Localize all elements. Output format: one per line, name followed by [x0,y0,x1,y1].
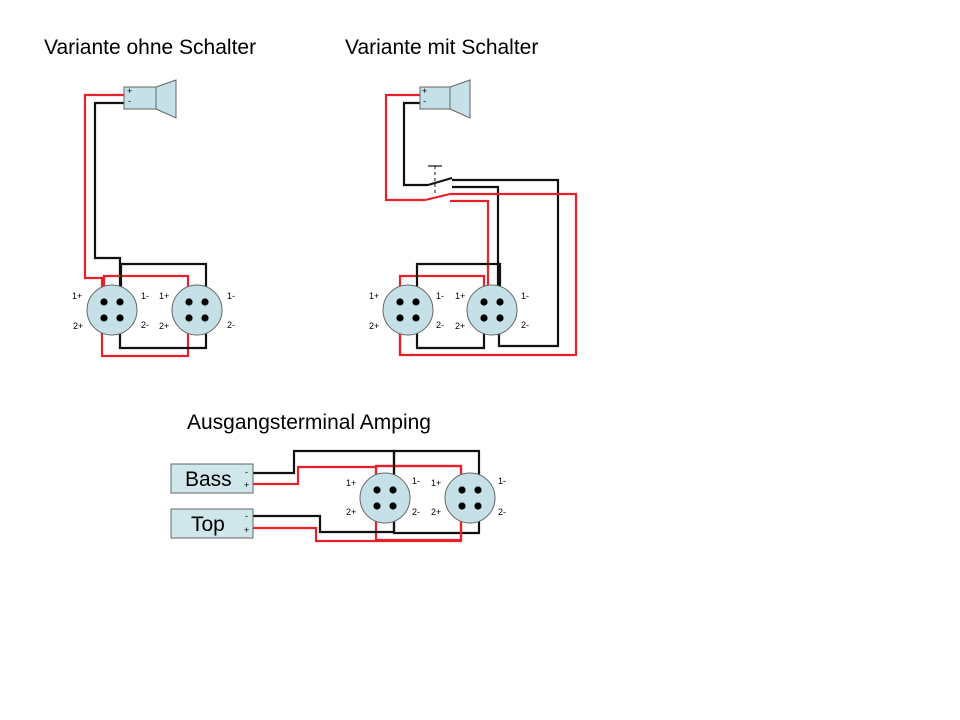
pin-label-1minus: 1- [521,291,529,301]
pin-1plus [373,486,381,494]
wire-black-top-minus [253,506,396,534]
pin-2plus [480,314,488,322]
speaker-plus-label: + [127,86,132,96]
pin-label-1plus: 1+ [159,291,169,301]
pin-1plus [100,298,108,306]
pin-1plus [396,298,404,306]
wire-red-switch-pos2 [450,199,490,302]
pin-label-1plus: 1+ [346,478,356,488]
pin-1minus [389,486,397,494]
title-with-switch: Variante mit Schalter [345,36,538,59]
pin-label-2minus: 2- [436,320,444,330]
pin-label-2plus: 2+ [346,507,356,517]
pin-1minus [116,298,124,306]
pin-2minus [474,502,482,510]
speaker-icon [449,79,471,119]
pin-label-2minus: 2- [521,320,529,330]
wire-red-speaker-plus [83,93,124,302]
pin-2minus [389,502,397,510]
pin-label-1plus: 1+ [431,478,441,488]
diagram-with-switch: + - 1+ 1- 2+ 2- 1+ 1- 2+ 2- [369,79,578,357]
pin-label-2minus: 2- [141,320,149,330]
speakon-connector-2 [171,284,223,336]
pin-label-1plus: 1+ [455,291,465,301]
wire-black-speaker-minus [93,101,124,302]
pin-label-1minus: 1- [498,476,506,486]
diagram-without-switch: + - 1+ 1- 2+ 2- 1+ 1- 2+ 2- [72,79,235,358]
pin-2plus [396,314,404,322]
pin-label-2plus: 2+ [455,321,465,331]
switch-contact-red [424,193,451,201]
pin-1minus [201,298,209,306]
top-plus-label: + [244,525,249,535]
pin-label-1minus: 1- [141,291,149,301]
pin-1minus [474,486,482,494]
pin-1plus [185,298,193,306]
pin-2minus [412,314,420,322]
pin-2plus [373,502,381,510]
pin-label-1plus: 1+ [72,291,82,301]
pin-1plus [480,298,488,306]
pin-2minus [496,314,504,322]
pin-label-2minus: 2- [227,320,235,330]
wire-red-speaker-to-switch [384,93,425,202]
bass-terminal [170,463,254,494]
pin-label-2plus: 2+ [431,507,441,517]
pin-label-2minus: 2- [412,507,420,517]
title-without-switch: Variante ohne Schalter [44,36,256,59]
title-amping: Ausgangsterminal Amping [187,411,431,434]
pin-2plus [458,502,466,510]
pin-label-1minus: 1- [436,291,444,301]
speakon-connector-1 [382,284,434,336]
bass-label: Bass [185,468,232,491]
top-label: Top [191,513,225,536]
pin-1minus [412,298,420,306]
diagram-amping: Bass - + Top - + 1+ 1- 2+ 2- 1+ 1- 2+ 2- [170,449,506,543]
top-terminal [170,508,254,539]
wire-black-link [392,449,481,490]
switch-contact-black [427,177,453,186]
speaker-minus-label: - [423,96,426,106]
pin-label-2plus: 2+ [73,321,83,331]
top-minus-label: - [245,511,248,521]
speaker-minus-label: - [128,96,131,106]
speakon-connector-2 [466,284,518,336]
pin-1plus [458,486,466,494]
speakon-connector-1 [86,284,138,336]
bass-plus-label: + [244,480,249,490]
pin-label-1minus: 1- [412,476,420,486]
speaker-plus-label: + [422,86,427,96]
speaker-icon [155,79,177,119]
bass-minus-label: - [245,467,248,477]
wire-black-speaker-to-switch [402,101,428,187]
wire-red-top-plus [253,506,463,543]
speakon-connector-2 [444,472,496,524]
pin-label-2plus: 2+ [369,321,379,331]
pin-2plus [185,314,193,322]
speakon-connector-1 [359,472,411,524]
pin-label-2plus: 2+ [159,321,169,331]
pin-label-1minus: 1- [227,291,235,301]
pin-2plus [100,314,108,322]
pin-2minus [201,314,209,322]
pin-label-2minus: 2- [498,507,506,517]
pin-label-1plus: 1+ [369,291,379,301]
pin-1minus [496,298,504,306]
pin-2minus [116,314,124,322]
